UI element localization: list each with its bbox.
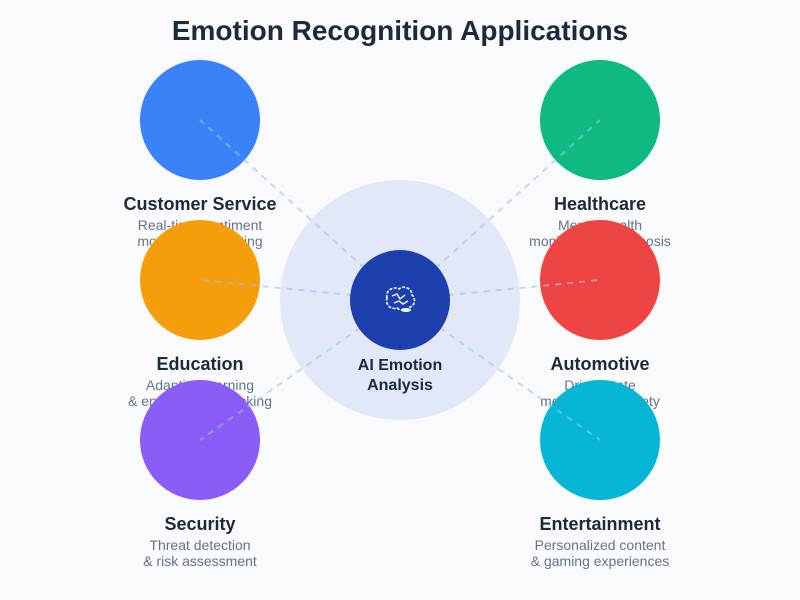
connector-customer-service [199,119,401,301]
center-label-line1: AI Emotion [358,357,442,374]
center-label-line2: Analysis [367,377,433,394]
application-desc-line1: Threat detection [149,537,250,553]
application-desc-line2: & risk assessment [143,553,257,569]
application-circle [140,220,260,340]
application-title: Entertainment [539,514,660,534]
connector-education [199,279,401,301]
connector-healthcare [399,119,601,301]
application-title: Customer Service [123,194,276,214]
connector-automotive [399,279,601,301]
application-desc-line2: & gaming experiences [531,553,670,569]
center-node: AI Emotion Analysis [350,250,450,394]
application-title: Automotive [551,354,650,374]
application-title: Security [164,514,235,534]
brain-icon [385,286,416,312]
application-desc-line1: Personalized content [535,537,666,553]
application-circle [140,60,260,180]
application-circle [540,220,660,340]
diagram-title: Emotion Recognition Applications [172,15,628,46]
application-title: Healthcare [554,194,646,214]
center-core-circle [350,250,450,350]
application-title: Education [156,354,243,374]
